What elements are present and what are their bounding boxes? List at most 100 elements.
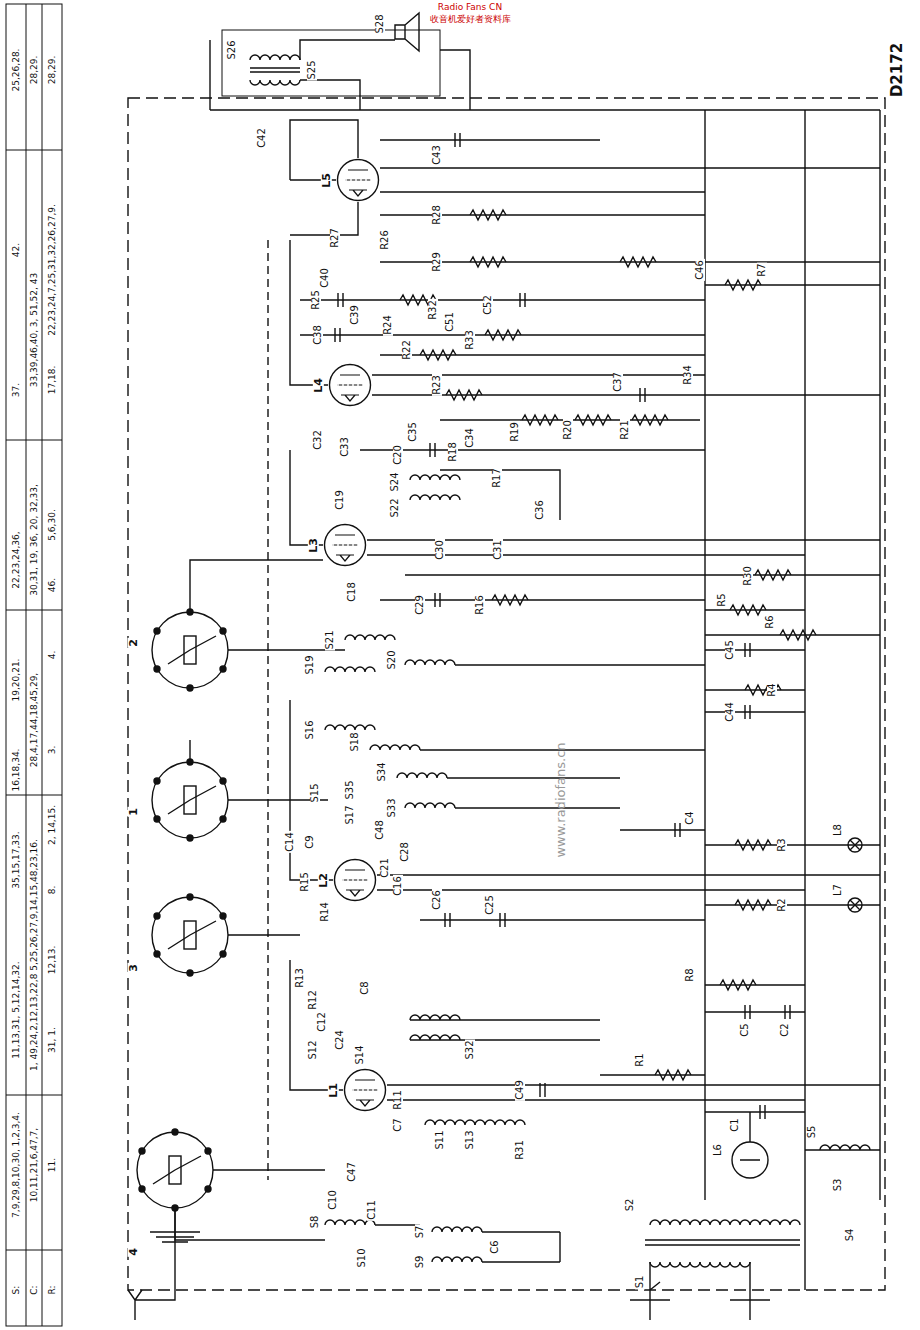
chassis-outline xyxy=(128,98,885,1290)
component-label: L6 xyxy=(713,1143,723,1157)
table-cell: 11,13,31, 5,12,14,32. xyxy=(12,960,21,1059)
component-label: R32 xyxy=(428,299,438,321)
component-label: S32 xyxy=(465,1039,475,1060)
tube-outline xyxy=(336,158,380,202)
tube-symbol: L1 xyxy=(343,1068,387,1112)
table-cell: C: xyxy=(30,1284,39,1295)
component-label: C36 xyxy=(535,499,545,521)
component-label: R12 xyxy=(308,989,318,1011)
component-label: C48 xyxy=(375,819,385,841)
switch-number: 3 xyxy=(128,963,139,973)
tube-symbol: L3 xyxy=(323,523,367,567)
component-label: C21 xyxy=(380,857,390,879)
component-label: C40 xyxy=(320,267,330,289)
component-label: R26 xyxy=(380,229,390,251)
tube-label: L4 xyxy=(313,377,324,394)
tube-label: L2 xyxy=(318,872,329,889)
component-label: C35 xyxy=(408,421,418,443)
component-label: S19 xyxy=(305,654,315,675)
drawing-number: D2172 xyxy=(890,42,905,98)
component-label: C44 xyxy=(725,701,735,723)
component-label: S4 xyxy=(845,1228,855,1243)
component-label: C10 xyxy=(328,1189,338,1211)
component-label: S18 xyxy=(350,731,360,752)
component-label: R22 xyxy=(402,339,412,361)
antenna-symbol xyxy=(128,1208,175,1320)
component-label: C24 xyxy=(335,1029,345,1051)
component-label: R28 xyxy=(432,204,442,226)
table-cell: 3. xyxy=(48,745,57,756)
table-cell: 11. xyxy=(48,1157,57,1173)
tube-outline xyxy=(328,363,372,407)
component-label: R20 xyxy=(563,419,573,441)
component-label: C39 xyxy=(350,304,360,326)
component-label: S17 xyxy=(345,804,355,825)
earth-symbol xyxy=(150,1232,200,1242)
component-label: R14 xyxy=(320,901,330,923)
table-cell: 35,15,17,33. xyxy=(12,830,21,889)
component-label: R4 xyxy=(767,682,777,697)
supply-bus xyxy=(210,110,880,1290)
component-label: S25 xyxy=(307,59,317,80)
tube-symbol: L2 xyxy=(333,858,377,902)
table-cell: 31, 1. xyxy=(48,1026,57,1054)
component-label: C32 xyxy=(313,429,323,451)
table-cell: 30,31, 19, 36, 20, 32,33, xyxy=(30,483,39,597)
watermark: www.radiofans.cn xyxy=(554,741,567,858)
component-label: S34 xyxy=(377,761,387,782)
component-label: S8 xyxy=(310,1215,320,1230)
component-label: R21 xyxy=(620,419,630,441)
component-label: L8 xyxy=(833,823,843,837)
component-label: R31 xyxy=(515,1139,525,1161)
component-label: S13 xyxy=(465,1129,475,1150)
component-label: C42 xyxy=(257,127,267,149)
table-cell: 22,23,24,7,25,31,32,26,27,9. xyxy=(48,203,57,337)
component-label: S10 xyxy=(357,1247,367,1268)
component-label: C2 xyxy=(780,1022,790,1037)
component-label: R34 xyxy=(683,364,693,386)
component-label: R8 xyxy=(685,967,695,982)
table-cell: 4. xyxy=(48,650,57,661)
component-label: C16 xyxy=(393,875,403,897)
component-label: R13 xyxy=(295,967,305,989)
switch-number: 1 xyxy=(128,807,139,817)
component-label: C4 xyxy=(685,810,695,825)
component-label: R29 xyxy=(432,251,442,273)
table-cell: 5,6,30. xyxy=(48,508,57,542)
component-label: C45 xyxy=(725,639,735,661)
table-cell: R: xyxy=(48,1284,57,1295)
component-label: C52 xyxy=(483,294,493,316)
component-label: S14 xyxy=(355,1044,365,1065)
component-label: C12 xyxy=(317,1011,327,1033)
component-label: C20 xyxy=(393,444,403,466)
table-cell: 33,39,46,40, 3, 51,52, 43 xyxy=(30,272,39,389)
table-cell: 19,20,21. xyxy=(12,658,21,703)
component-label: C5 xyxy=(740,1022,750,1037)
component-label: R15 xyxy=(300,871,310,893)
table-cell: 1, 49,24,2,12,13,22,8 5,25,26,27,9,14,15… xyxy=(30,838,39,1072)
component-label: C6 xyxy=(490,1239,500,1254)
tube-outline xyxy=(343,1068,387,1112)
component-label: C46 xyxy=(695,259,705,281)
tube-label: L3 xyxy=(308,537,319,554)
component-label: S5 xyxy=(807,1125,817,1140)
component-label: C34 xyxy=(465,427,475,449)
component-label: C26 xyxy=(432,889,442,911)
table-cell: 25,26,28. xyxy=(12,48,21,93)
component-label: R33 xyxy=(465,329,475,351)
switch-number: 2 xyxy=(128,638,139,648)
component-label: S20 xyxy=(387,649,397,670)
switch-number: 4 xyxy=(128,1247,139,1257)
component-label: C25 xyxy=(485,894,495,916)
component-label: C29 xyxy=(415,594,425,616)
component-label: R19 xyxy=(510,421,520,443)
tube-label: L5 xyxy=(321,172,332,189)
component-label: C19 xyxy=(335,489,345,511)
component-label: R30 xyxy=(743,565,753,587)
table-cell: 28,29. xyxy=(30,55,39,86)
tube-label: L1 xyxy=(328,1082,339,1099)
table-cell: 16,18,34. xyxy=(12,748,21,793)
component-label: R5 xyxy=(717,592,727,607)
component-label: S33 xyxy=(387,797,397,818)
tube-symbol: L5 xyxy=(336,158,380,202)
